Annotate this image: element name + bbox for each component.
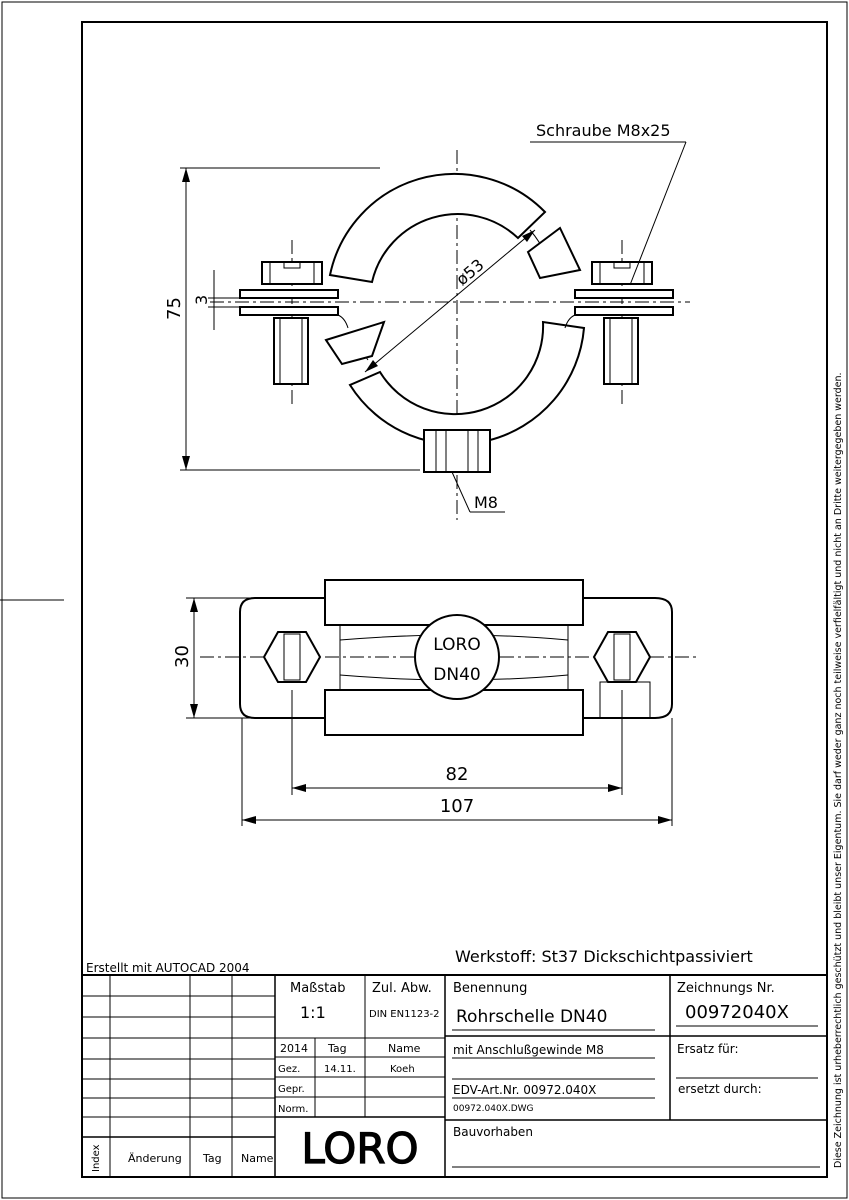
project-label: Bauvorhaben: [453, 1125, 533, 1139]
drawn-label: Gez.: [278, 1064, 300, 1075]
norm-label: Norm.: [278, 1104, 308, 1115]
stamp-line1: LORO: [433, 635, 480, 655]
drawing-no-label: Zeichnungs Nr.: [677, 981, 775, 996]
drawn-date: 14.11.: [324, 1064, 356, 1075]
dim107-arrow-right: [658, 816, 672, 824]
upper-clamp-half: [328, 172, 547, 284]
left-flange-lower: [239, 306, 339, 316]
copyright-notice: Diese Zeichnung ist urheberrechtlich ges…: [833, 372, 844, 1168]
dia-arrow-bottom: [365, 360, 378, 372]
dia-arrow-top: [522, 230, 535, 242]
left-hex-head: [262, 631, 322, 683]
loro-logo-text: LORO: [301, 1124, 418, 1173]
rev-change-header: Änderung: [128, 1152, 182, 1165]
dim-30-label: 30: [172, 645, 193, 668]
dim30-arrow-top: [190, 598, 198, 612]
dwg-file: 00972.040X.DWG: [453, 1104, 534, 1114]
left-flange-upper: [239, 289, 339, 299]
replaced-by: ersetzt durch:: [678, 1082, 762, 1096]
lower-clamp-half: [348, 320, 586, 446]
dim75-arrow-top: [182, 168, 190, 182]
dim-82-label: 82: [446, 764, 469, 785]
designation-value: Rohrschelle DN40: [456, 1007, 607, 1027]
right-screw: [591, 261, 653, 385]
dim-107-label: 107: [440, 796, 474, 817]
loro-stamp: [414, 614, 500, 700]
dim30-arrow-bottom: [190, 704, 198, 718]
designation-label: Benennung: [453, 981, 527, 996]
stamp-line2: DN40: [433, 665, 480, 685]
dim82-arrow-right: [608, 784, 622, 792]
right-flange-bend: [564, 314, 576, 329]
dim107-arrow-left: [242, 816, 256, 824]
dim-75-label: 75: [164, 297, 185, 320]
material-label: Werkstoff: St37 Dickschichtpassiviert: [455, 947, 753, 966]
day-header: Tag: [327, 1042, 347, 1055]
top-view: LORO DN40 30 82 107: [172, 579, 700, 826]
dim-3-label: 3: [192, 295, 211, 305]
right-bracket: [599, 681, 651, 719]
dia-label: ø53: [452, 255, 487, 289]
drawn-name: Koeh: [390, 1064, 415, 1075]
m8-leader: [451, 471, 471, 513]
right-flange-lower: [574, 306, 674, 316]
scale-value: 1:1: [300, 1003, 326, 1022]
tolerance-label: Zul. Abw.: [372, 981, 432, 996]
rev-date-header: Tag: [202, 1152, 222, 1165]
connection-nut: [423, 429, 491, 473]
left-wedge-tab: [324, 320, 386, 366]
dim82-arrow-left: [292, 784, 306, 792]
drawing-frame: [81, 21, 828, 1178]
left-screw: [261, 261, 323, 385]
dia-dim-line: [364, 229, 536, 373]
right-wedge-tab: [526, 226, 582, 280]
edv-label: EDV-Art.Nr. 00972.040X: [453, 1083, 596, 1097]
scale-label: Maßstab: [290, 981, 345, 996]
year-label: 2014: [280, 1042, 308, 1055]
m8-callout: M8: [474, 493, 498, 512]
checked-label: Gepr.: [278, 1084, 305, 1095]
screw-callout: Schraube M8x25: [536, 121, 671, 140]
rev-name-header: Name: [241, 1152, 274, 1165]
screw-leader: [629, 141, 687, 286]
left-hex-slot: [283, 633, 301, 681]
right-flange-upper: [574, 289, 674, 299]
left-flange-bend: [337, 314, 349, 329]
name-header: Name: [388, 1042, 421, 1055]
front-view: ø53 75 3 Schraube M8x25 M8: [164, 121, 690, 520]
replacement-for: Ersatz für:: [677, 1042, 739, 1056]
description: mit Anschlußgewinde M8: [453, 1043, 604, 1057]
loro-logo: LORO: [301, 1123, 419, 1173]
title-block: Erstellt mit AUTOCAD 2004 Werkstoff: St3…: [82, 947, 827, 1177]
dim75-arrow-bottom: [182, 456, 190, 470]
drawing-no-value: 00972040X: [685, 1002, 789, 1023]
rev-index-header: Index: [91, 1144, 102, 1172]
right-hex-slot: [613, 633, 631, 681]
revision-grid: [82, 975, 275, 1177]
created-with-label: Erstellt mit AUTOCAD 2004: [86, 961, 250, 975]
tolerance-value: DIN EN1123-2: [369, 1009, 440, 1020]
